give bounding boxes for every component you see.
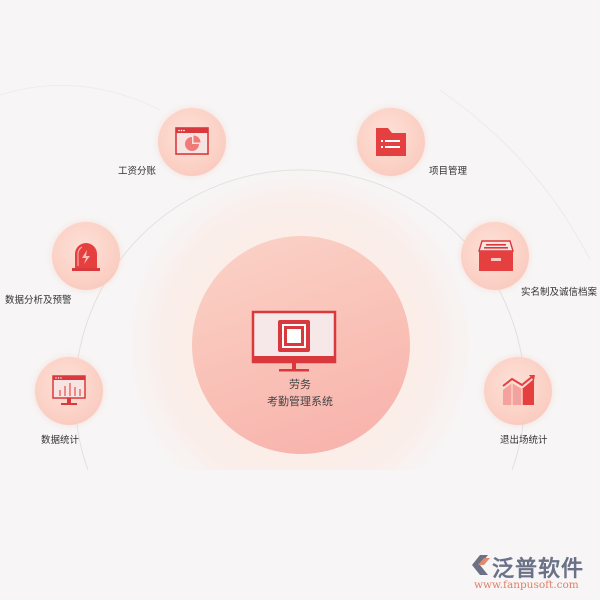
center-title-line1: 劳务 bbox=[289, 378, 311, 391]
brand-logo[interactable]: 泛普软件 www.fanpusoft.com bbox=[468, 551, 598, 595]
center-title-line2: 考勤管理系统 bbox=[267, 395, 333, 408]
module-label: 退出场统计 bbox=[500, 435, 548, 446]
bar-chart-monitor-icon bbox=[52, 375, 86, 405]
monitor-icon bbox=[251, 310, 337, 372]
pie-chart-window-icon bbox=[175, 127, 209, 155]
module-label: 数据统计 bbox=[41, 435, 80, 446]
module-label: 实名制及诚信档案 bbox=[521, 287, 598, 298]
folder-list-icon bbox=[376, 128, 406, 156]
module-exit-statistics[interactable] bbox=[484, 357, 552, 425]
module-project-management[interactable] bbox=[357, 108, 425, 176]
module-realname-credit-archive[interactable] bbox=[461, 222, 529, 290]
diagram-stage: 劳务 考勤管理系统 工资分账 项目管理 数据分析及预警 bbox=[5, 89, 598, 470]
module-data-statistics[interactable] bbox=[35, 357, 103, 425]
module-label: 工资分账 bbox=[118, 166, 157, 177]
module-data-analysis-alert[interactable] bbox=[52, 222, 120, 290]
fanpu-logo-icon bbox=[472, 555, 490, 575]
trend-chart-icon bbox=[502, 375, 535, 405]
module-label: 项目管理 bbox=[429, 166, 468, 177]
brand-url: www.fanpusoft.com bbox=[474, 579, 579, 591]
module-label: 数据分析及预警 bbox=[5, 295, 72, 306]
alarm-light-icon bbox=[72, 243, 100, 271]
archive-drawer-icon bbox=[478, 240, 514, 271]
brand-name: 泛普软件 bbox=[492, 557, 585, 582]
module-salary-split[interactable] bbox=[158, 108, 226, 176]
